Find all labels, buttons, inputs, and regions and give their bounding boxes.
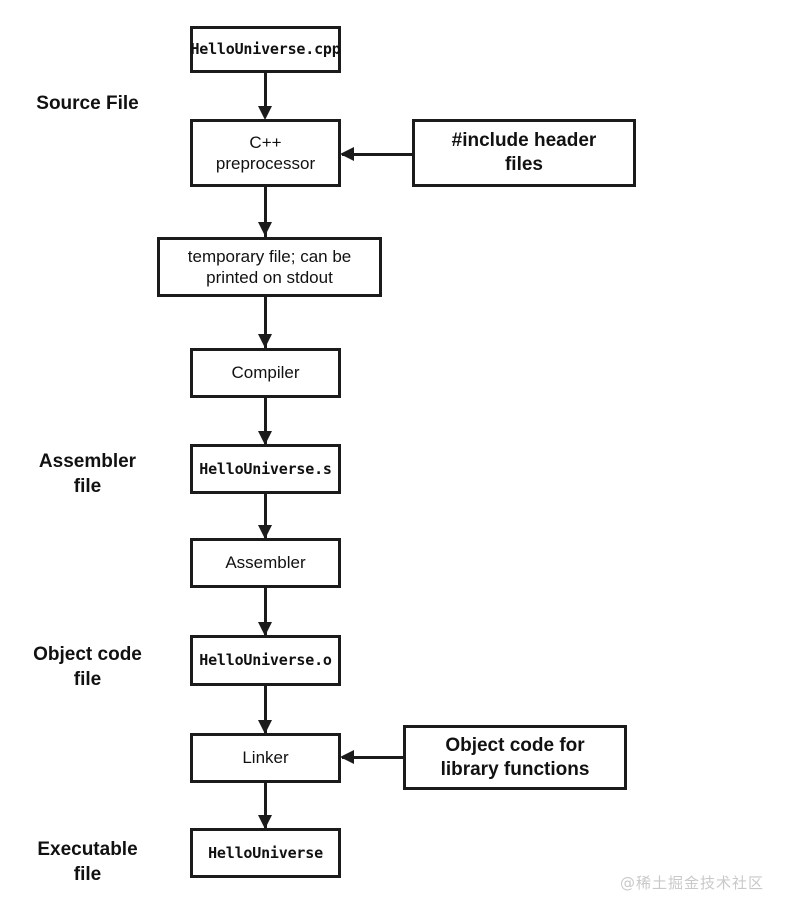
edge-arrowhead-library-to-linker [340,750,354,764]
node-include-header-files[interactable]: #include header files [412,119,636,187]
node-assembler[interactable]: Assembler [190,538,341,588]
edge-line-include-to-preprocessor [342,153,414,156]
node-object-code-library[interactable]: Object code for library functions [403,725,627,790]
edge-line-asmfile-to-assembler [264,494,267,541]
edge-arrowhead-preprocessor-to-tempfile [258,222,272,236]
stage-label-source-file: Source File [36,93,139,114]
edge-arrowhead-cpp-to-preprocessor [258,106,272,120]
edge-arrowhead-compiler-to-asmfile [258,431,272,445]
watermark-text: @稀土掘金技术社区 [620,874,765,892]
edge-arrowhead-objfile-to-linker [258,720,272,734]
edge-arrowhead-assembler-to-objfile [258,622,272,636]
stage-label-executable-file: Executable file [37,839,138,885]
edge-line-compiler-to-asmfile [264,398,267,447]
edge-line-assembler-to-objfile [264,588,267,638]
stage-label-object-code-file: Object code file [33,644,142,690]
node-hellouniverse-s[interactable]: HelloUniverse.s [190,444,341,494]
edge-arrowhead-asmfile-to-assembler [258,525,272,539]
edge-arrowhead-tempfile-to-compiler [258,334,272,348]
node-hellouniverse-o[interactable]: HelloUniverse.o [190,635,341,686]
edge-line-cpp-to-preprocessor [264,72,267,114]
node-compiler[interactable]: Compiler [190,348,341,398]
edge-line-tempfile-to-compiler [264,296,267,351]
node-hellouniverse-cpp[interactable]: HelloUniverse.cpp [190,26,341,73]
node-temporary-file[interactable]: temporary file; can be printed on stdout [157,237,382,297]
edge-line-preprocessor-to-tempfile [264,186,267,238]
node-hellouniverse-exe[interactable]: HelloUniverse [190,828,341,878]
node-linker[interactable]: Linker [190,733,341,783]
node-cpp-preprocessor[interactable]: C++ preprocessor [190,119,341,187]
edge-line-linker-to-executable [264,783,267,831]
stage-label-assembler-file: Assembler file [38,451,137,497]
edge-line-objfile-to-linker [264,686,267,736]
edge-line-library-to-linker [342,756,405,759]
edge-arrowhead-linker-to-executable [258,815,272,829]
edge-arrowhead-include-to-preprocessor [340,147,354,161]
